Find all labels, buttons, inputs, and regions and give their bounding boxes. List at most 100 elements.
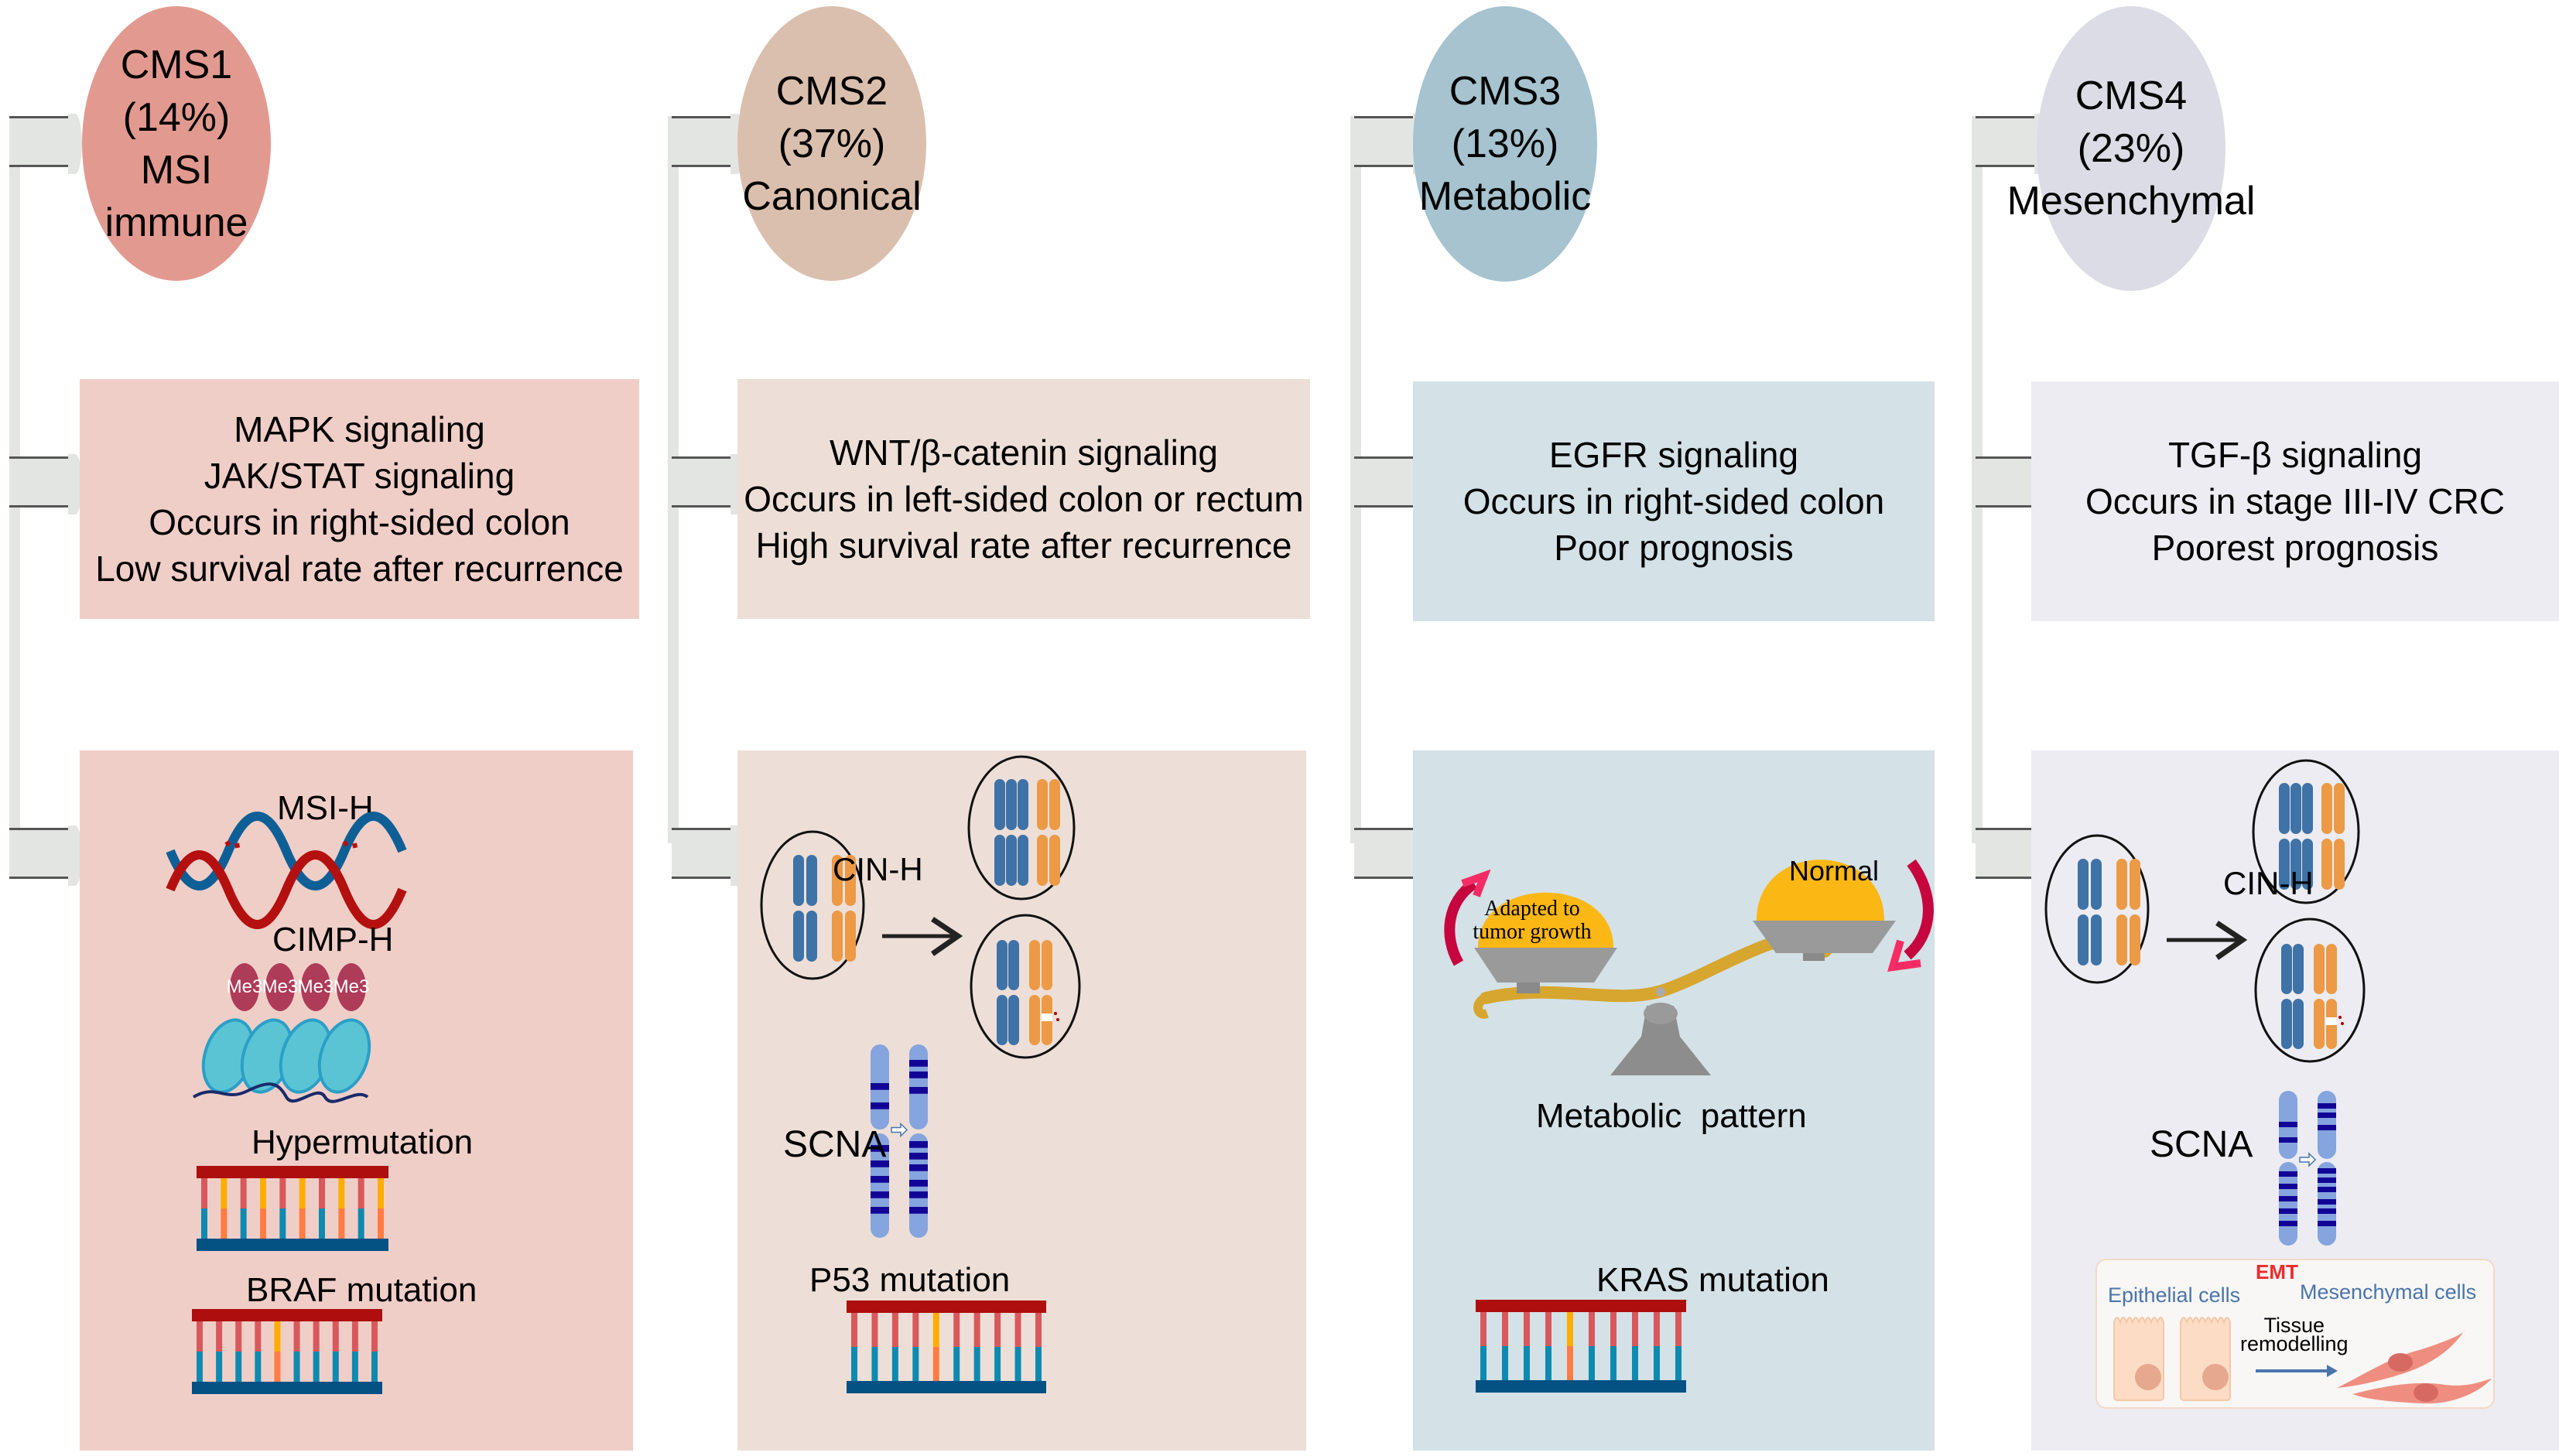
subtype-title: CMS3 (13%)	[1449, 69, 1562, 166]
feature-line: High survival rate after recurrence	[755, 525, 1292, 566]
dna-rung-top	[255, 1321, 262, 1352]
dna-rung-top	[851, 1313, 857, 1347]
dna-rung-bottom	[378, 1208, 384, 1239]
dna-rung-bottom	[332, 1352, 339, 1382]
deletion-fragment	[1054, 1012, 1057, 1015]
dna-rung-bottom	[221, 1208, 228, 1239]
dna-rung-top	[891, 1313, 898, 1347]
scale-left-label: Adapted to tumor growth	[1470, 897, 1594, 944]
dna-rung-bottom	[279, 1208, 286, 1239]
dna-rung-bottom	[1589, 1346, 1595, 1380]
dna-ladder-hypermutation-icon	[197, 1166, 388, 1251]
dna-rung-bottom	[1654, 1346, 1660, 1380]
methyl-mark-icon: Me3	[262, 963, 298, 1011]
dna-strand-top	[1476, 1300, 1686, 1312]
chromosome-blue	[994, 779, 1005, 830]
dna-rung-bottom	[235, 1352, 242, 1382]
chromosome-band	[2318, 1168, 2336, 1174]
subtype-header-cms3: CMS3 (13%) Metabolic	[1413, 6, 1597, 282]
dna-rung-top	[994, 1313, 1001, 1347]
chromosome-band	[2318, 1208, 2336, 1214]
chromosome-band	[2279, 1122, 2297, 1127]
dna-rung-bottom	[319, 1208, 325, 1239]
cell-circle	[2254, 918, 2366, 1063]
feature-line: Poorest prognosis	[2151, 528, 2439, 568]
chromosome-blue	[2302, 839, 2313, 890]
chromosome-blue	[2290, 839, 2301, 890]
dna-rung-bottom	[1610, 1346, 1616, 1380]
dna-rung-top	[932, 1313, 939, 1347]
feature-line: MAPK signaling	[234, 409, 485, 449]
cimp-h-label: CIMP-H	[272, 921, 394, 959]
chromosome-blue	[1006, 835, 1017, 886]
chromosome-band	[909, 1191, 928, 1198]
arrowhead	[2215, 921, 2248, 960]
connector-tab-cms4-top	[1976, 114, 2048, 174]
deletion-fragment	[2341, 1022, 2344, 1025]
chromosome-orange	[2326, 944, 2337, 994]
deletion-fragment	[2338, 1016, 2342, 1019]
arrow-right-icon	[2256, 1365, 2338, 1377]
chromosome-blue	[994, 835, 1005, 886]
chromosome-blue	[2290, 783, 2301, 834]
methyl-mark-icon: Me3	[227, 963, 262, 1011]
subtype-title: CMS1 (14%)	[120, 42, 233, 140]
feature-line: TGF-β signaling	[2167, 435, 2423, 475]
chromosome-blue	[2281, 944, 2292, 994]
dna-rung-bottom	[1502, 1346, 1508, 1380]
connector-tab-cms2-top	[672, 114, 744, 174]
chromosome-blue	[2281, 999, 2292, 1049]
dna-rung-bottom	[1480, 1346, 1486, 1380]
dna-rung-bottom	[260, 1208, 266, 1239]
chromosome-orange	[2130, 914, 2140, 966]
chromosome-band	[871, 1207, 889, 1214]
chromosome-blue	[806, 911, 817, 962]
tissue-remodelling-label: Tissue remodelling	[2240, 1314, 2349, 1355]
dna-rung-bottom	[255, 1352, 262, 1382]
dna-rung-top	[201, 1178, 207, 1208]
tissue-remodelling-line: Tissue	[2263, 1314, 2325, 1337]
dna-rung-bottom	[313, 1352, 320, 1382]
dna-rung-top	[197, 1321, 203, 1352]
subtype-subtitle: Metabolic	[1418, 174, 1592, 219]
features-box-cms4: TGF-β signaling Occurs in stage III-IV C…	[2031, 381, 2559, 621]
dna-rung-top	[299, 1178, 306, 1208]
dna-rung-bottom	[912, 1347, 919, 1381]
dna-rung-bottom	[1524, 1346, 1530, 1380]
chromosome-band	[909, 1141, 928, 1148]
emt-title: EMT	[2256, 1260, 2298, 1283]
dna-rung-top	[1502, 1312, 1508, 1346]
dna-rung-top	[1632, 1312, 1638, 1346]
dna-rung-top	[240, 1178, 247, 1208]
chromosome-orange	[2116, 914, 2127, 966]
chromosome-band	[2318, 1187, 2336, 1192]
feature-line: Occurs in left-sided colon or rectum	[744, 479, 1304, 519]
chromosome-band	[2279, 1196, 2297, 1201]
chromosome-band	[909, 1071, 928, 1078]
chromosome-orange	[2321, 783, 2332, 834]
dna-rung-top	[1589, 1312, 1595, 1346]
chromosome-blue	[1018, 835, 1028, 886]
chromosome-blue	[1006, 779, 1017, 830]
p53-mutation-label: P53 mutation	[809, 1261, 1011, 1299]
chromosome-band	[871, 1160, 889, 1167]
chromosome-orange	[1049, 779, 1060, 830]
connector-tab-cms3-top	[1354, 114, 1427, 174]
dna-rung-top	[1545, 1312, 1551, 1346]
chromosome-band	[909, 1164, 928, 1171]
arrow-right-icon	[891, 1122, 908, 1138]
chromosome-band	[2318, 1103, 2336, 1109]
chromosome-blue	[1008, 940, 1019, 990]
dna-strand-top	[197, 1166, 388, 1178]
feature-line: JAK/STAT signaling	[204, 456, 515, 496]
dna-rung-bottom	[891, 1347, 898, 1381]
dna-rung-bottom	[851, 1347, 857, 1381]
chromosome-blue	[2091, 859, 2102, 910]
cell-circle	[970, 914, 1081, 1059]
subtype-header-cms2: CMS2 (37%) Canonical	[737, 6, 926, 281]
dna-rung-bottom	[1545, 1346, 1551, 1380]
connector-tab-cms3-mid	[1354, 454, 1427, 514]
dna-rung-top	[973, 1313, 980, 1347]
chromosome-band	[871, 1176, 889, 1183]
dna-rung-bottom	[994, 1347, 1001, 1381]
